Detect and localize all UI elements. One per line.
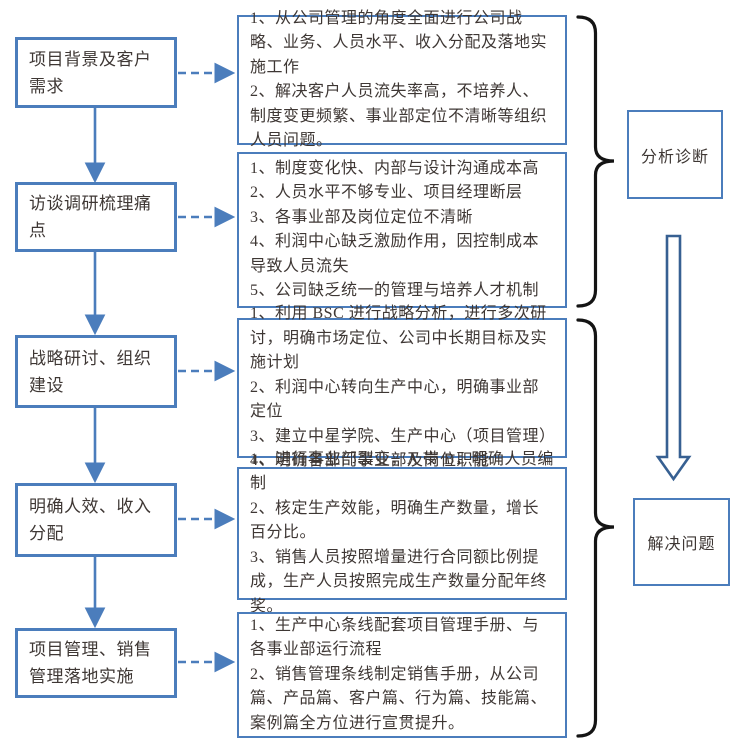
brace-solution	[576, 318, 615, 738]
detail-item: 2、解决客户人员流失率高，不培养人、制度变更频繁、事业部定位不清晰等组织人员问题…	[250, 83, 548, 149]
detail-box-3: 1、利用 BSC 进行战略分析，进行多次研讨，明确市场定位、公司中长期目标及实施…	[237, 305, 567, 469]
detail-item: 4、利润中心缺乏激励作用，因控制成本导致人员流失	[250, 233, 540, 275]
detail-item: 1、利用 BSC 进行战略分析，进行多次研讨，明确市场定位、公司中长期目标及实施…	[250, 305, 548, 372]
detail-box-4: 1、进行事业部裂变，A 带 B，明确人员编制 2、核定生产效能，明确生产数量，增…	[237, 451, 567, 615]
detail-box-5: 1、生产中心条线配套项目管理手册、与各事业部运行流程 2、销售管理条线制定销售手…	[237, 612, 567, 738]
step-box-3: 战略研讨、组织建设	[15, 335, 177, 408]
detail-item: 3、建立中星学院、生产中心（项目管理）	[250, 427, 556, 445]
step-box-4: 明确人效、收入分配	[15, 483, 177, 557]
detail-item: 5、公司缺乏统一的管理与培养人才机制	[250, 282, 540, 299]
group-label: 分析诊断	[640, 148, 709, 166]
detail-item: 1、制度变化快、内部与设计沟通成本高	[250, 159, 540, 177]
detail-item: 2、利润中心转向生产中心，明确事业部定位	[250, 378, 540, 421]
step-box-1: 项目背景及客户需求	[15, 37, 177, 108]
detail-item: 1、从公司管理的角度全面进行公司战略、业务、人员水平、收入分配及落地实施工作	[250, 9, 548, 76]
detail-item: 2、人员水平不够专业、项目经理断层	[250, 184, 523, 201]
step-label: 战略研讨、组织建设	[29, 348, 152, 395]
step-label: 项目背景及客户需求	[29, 49, 152, 96]
detail-box-2: 1、制度变化快、内部与设计沟通成本高 2、人员水平不够专业、项目经理断层 3、各…	[237, 152, 567, 308]
detail-item: 2、核定生产效能，明确生产数量，增长百分比。	[250, 499, 540, 542]
group-label: 解决问题	[647, 536, 716, 553]
label-box-analysis: 分析诊断	[627, 110, 723, 199]
detail-item: 3、各事业部及岗位定位不清晰	[250, 208, 474, 226]
detail-item: 4、明确各部门事业部及岗位职能	[250, 452, 490, 470]
step-box-2: 访谈调研梳理痛点	[15, 182, 177, 252]
label-box-solution: 解决问题	[633, 498, 730, 586]
step-label: 项目管理、销售管理落地实施	[29, 640, 152, 686]
step-box-5: 项目管理、销售管理落地实施	[15, 628, 177, 698]
brace-analysis	[576, 15, 615, 308]
detail-item: 2、销售管理条线制定销售手册，从公司篇、产品篇、客户篇、行为篇、技能篇、案例篇全…	[250, 665, 548, 732]
detail-item: 1、进行事业部裂变，A 带 B，明确人员编制	[250, 450, 554, 493]
step-label: 访谈调研梳理痛点	[29, 194, 152, 240]
step-label: 明确人效、收入分配	[29, 497, 152, 543]
detail-box-1: 1、从公司管理的角度全面进行公司战略、业务、人员水平、收入分配及落地实施工作 2…	[237, 10, 567, 149]
detail-item: 1、生产中心条线配套项目管理手册、与各事业部运行流程	[250, 616, 540, 659]
detail-item: 3、销售人员按照增量进行合同额比例提成，生产人员按照完成生产数量分配年终奖。	[250, 548, 548, 615]
big-down-arrow	[655, 234, 692, 482]
